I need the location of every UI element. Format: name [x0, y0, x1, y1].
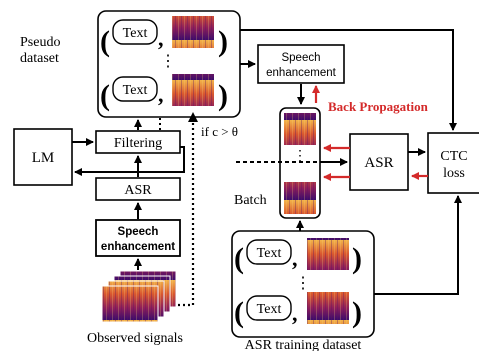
condition-label: if c > θ [201, 124, 238, 139]
asr-right-box [349, 133, 409, 191]
comma: , [292, 246, 298, 271]
comma: , [158, 26, 164, 51]
speech-enhancement-left-line1: Speech [118, 226, 159, 238]
speech-enhancement-top-line1: Speech [281, 52, 320, 64]
back-propagation-label: Back Propagation [328, 99, 429, 114]
comma: , [292, 301, 298, 326]
open-paren-icon: ( [234, 296, 244, 329]
spectrogram-image [172, 74, 214, 106]
observed-signal-image [101, 285, 159, 323]
asr-training-dataset-label: ASR training dataset [245, 338, 362, 351]
pseudo-ellipsis: ⋮ [160, 53, 176, 70]
text-pill [112, 19, 158, 45]
close-paren-icon: ) [218, 25, 228, 58]
ctc-loss-box [427, 132, 479, 194]
filtering-to-lm-connector [96, 146, 185, 173]
ctc-loss-line2: loss [443, 166, 465, 181]
open-paren-icon: ( [100, 25, 110, 58]
training-ellipsis: ⋮ [295, 275, 311, 292]
training-text-item-1: Text [257, 246, 282, 261]
pseudo-text-item-1: Text [123, 26, 148, 41]
pseudo-dataset-label-line1: Pseudo [20, 35, 60, 50]
text-pill [246, 295, 292, 321]
close-paren-icon: ) [352, 296, 362, 329]
asr-left-label: ASR [124, 183, 152, 198]
filtering-box [95, 130, 181, 154]
training-text-item-2: Text [257, 302, 282, 317]
pseudo-to-ctc-line [240, 29, 457, 131]
speech-enhancement-left-line2: enhancement [101, 241, 175, 253]
close-paren-icon: ) [218, 79, 228, 112]
asr-left-box [95, 177, 181, 201]
dotted-condition-path [178, 118, 195, 307]
spectrogram-image [172, 16, 214, 48]
spectrogram-image [307, 292, 349, 324]
lm-box [13, 128, 73, 186]
spectrogram-image [307, 238, 349, 270]
observed-signals-label: Observed signals [87, 331, 183, 346]
open-paren-icon: ( [234, 242, 244, 275]
comma: , [158, 82, 164, 107]
open-paren-icon: ( [100, 79, 110, 112]
speech-enhancement-top-box [257, 44, 345, 84]
speech-enhancement-left-box [95, 219, 181, 257]
training-to-ctc-line [374, 195, 462, 295]
pseudo-dataset-label-line2: dataset [20, 51, 59, 66]
batch-spectrogram-image [284, 113, 316, 145]
asr-right-label: ASR [364, 155, 393, 171]
close-paren-icon: ) [352, 242, 362, 275]
batch-label: Batch [234, 193, 267, 208]
ctc-loss-line1: CTC [440, 149, 467, 164]
batch-spectrogram-image [284, 182, 316, 214]
batch-ellipsis: ⋮ [293, 149, 307, 164]
text-pill [246, 239, 292, 265]
text-pill [112, 76, 158, 102]
pseudo-text-item-2: Text [123, 83, 148, 98]
filtering-label: Filtering [114, 136, 162, 151]
arrow-head-icon [188, 112, 198, 122]
lm-label: LM [32, 150, 55, 166]
speech-enhancement-top-line2: enhancement [266, 67, 336, 79]
